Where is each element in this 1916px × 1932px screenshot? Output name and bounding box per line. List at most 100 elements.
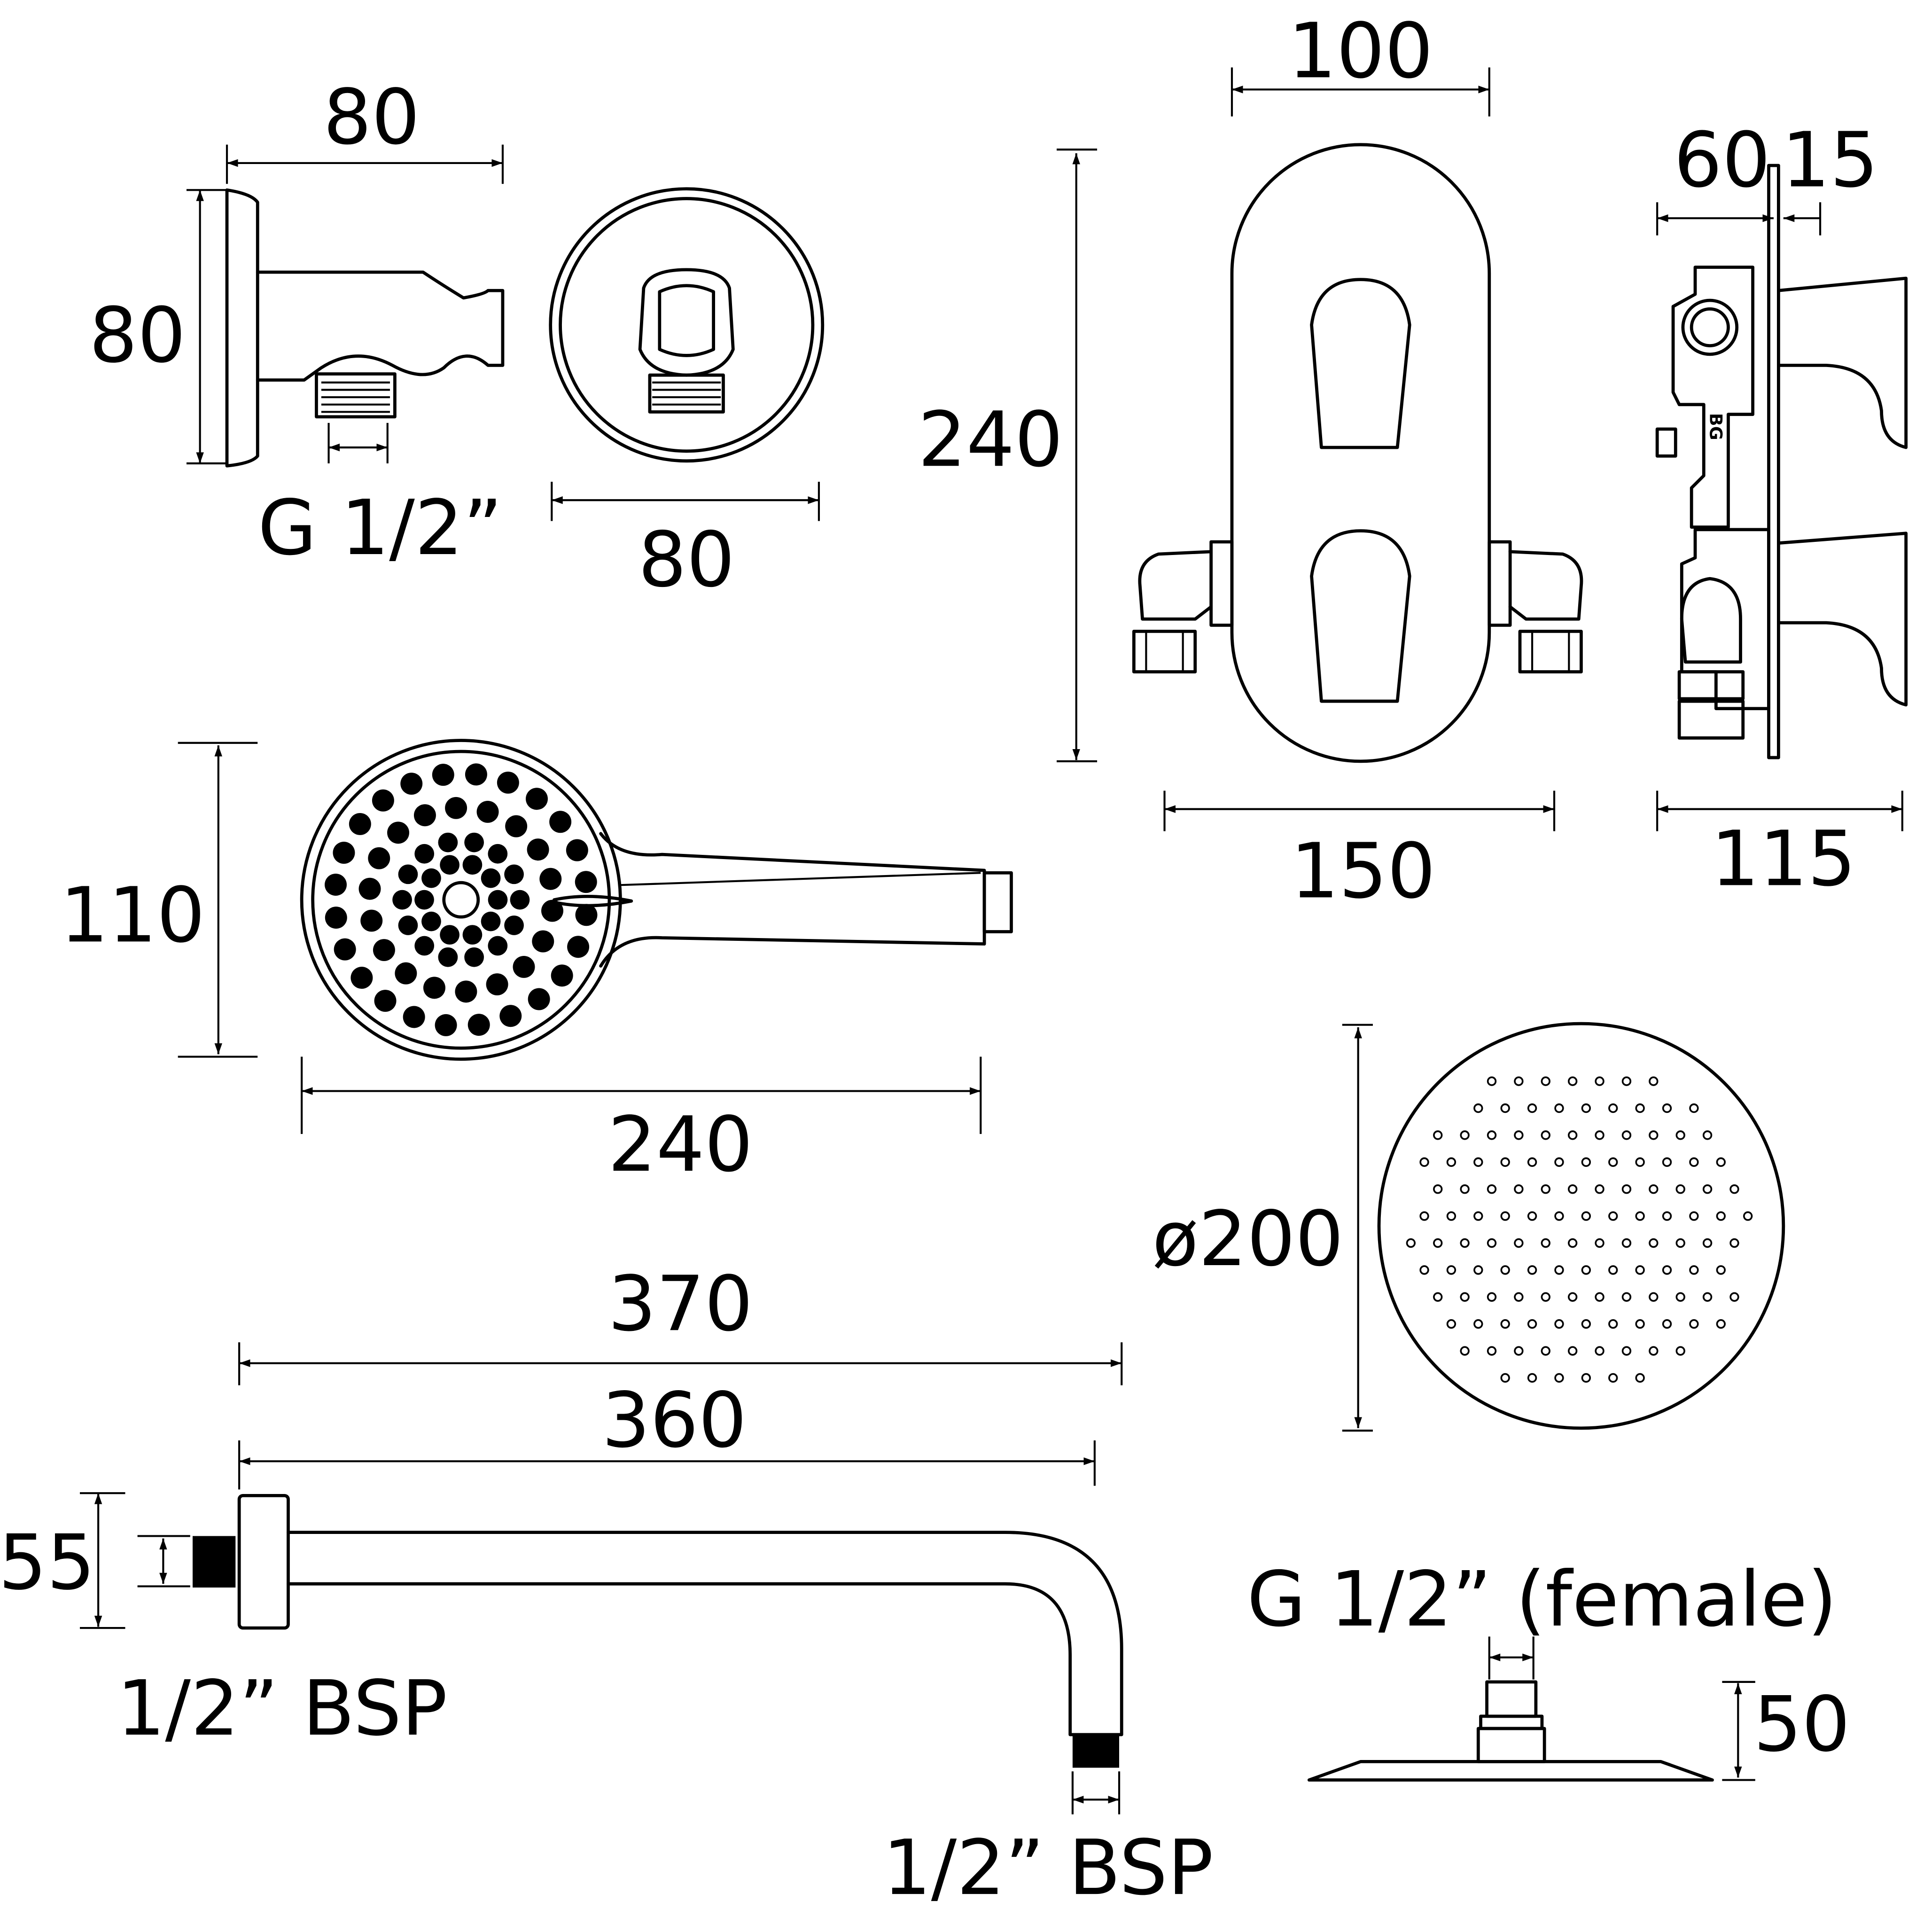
nozzle-dot [481, 911, 501, 931]
nozzle-dot [414, 844, 435, 864]
spray-hole [1621, 1238, 1632, 1248]
spray-hole [1621, 1292, 1632, 1302]
spray-hole [1514, 1292, 1524, 1302]
spray-hole [1541, 1184, 1550, 1194]
spray-hole [1460, 1292, 1470, 1302]
spray-hole [1675, 1130, 1685, 1140]
spray-hole [1433, 1184, 1443, 1194]
nozzle-dot [528, 988, 550, 1010]
spray-hole [1689, 1319, 1699, 1329]
overhead-height-label: 50 [1753, 1681, 1850, 1769]
spray-hole [1649, 1292, 1659, 1302]
spray-hole [1567, 1346, 1578, 1356]
spray-hole [1675, 1292, 1685, 1302]
spray-hole [1541, 1076, 1550, 1086]
spray-hole [1500, 1157, 1510, 1167]
spray-hole [1554, 1103, 1564, 1113]
spray-hole [1621, 1076, 1632, 1086]
spray-hole [1729, 1184, 1739, 1194]
valve-body-depth-label: 60 [1674, 116, 1771, 204]
nozzle-dot [510, 890, 530, 910]
valve-overall-depth-label: 115 [1711, 815, 1856, 903]
valve-front-view: 100 240 150 [918, 7, 1583, 915]
nozzle-dot [360, 909, 383, 932]
spray-hole [1729, 1238, 1739, 1248]
arm-wall-thread-label: 1/2” BSP [117, 1665, 448, 1753]
outlet-thread-label: G 1/2” [258, 484, 503, 572]
nozzle-dot [440, 855, 460, 875]
spray-hole [1689, 1211, 1699, 1221]
nozzle-dot [349, 813, 371, 835]
nozzle-dot [504, 864, 524, 884]
nozzle-dot [551, 964, 573, 987]
spray-hole [1621, 1130, 1632, 1140]
spray-hole [1554, 1211, 1564, 1221]
spray-hole [1514, 1184, 1524, 1194]
spray-hole [1500, 1103, 1510, 1113]
arm-length-label: 360 [602, 1377, 747, 1465]
nozzle-dot [575, 904, 598, 926]
nozzle-dot [334, 938, 356, 961]
nozzle-dot [499, 1005, 522, 1027]
spray-hole [1487, 1076, 1497, 1086]
nozzle-dot [438, 832, 458, 853]
nozzle-dot [541, 900, 563, 922]
spray-hole [1527, 1103, 1537, 1113]
spray-hole [1500, 1319, 1510, 1329]
spray-hole [1581, 1373, 1591, 1383]
nozzle-dot [497, 771, 519, 794]
spray-hole [1702, 1292, 1713, 1302]
nozzle-dot [505, 815, 528, 837]
nozzle-dot [350, 967, 373, 989]
spray-hole [1608, 1265, 1618, 1275]
overhead-shower-side-view: G 1/2” (female) 50 [1247, 1556, 1850, 1782]
spray-hole [1595, 1130, 1604, 1140]
nozzle-dot [445, 797, 467, 819]
spray-hole [1662, 1211, 1672, 1221]
spray-hole [1635, 1265, 1645, 1275]
wall-outlet-front-view: 80 [549, 187, 825, 604]
spray-hole [1514, 1346, 1524, 1356]
spray-hole [1662, 1157, 1672, 1167]
spray-hole [1567, 1238, 1578, 1248]
spray-holes [1406, 1076, 1753, 1383]
nozzle-dot [413, 804, 436, 827]
spray-hole [1608, 1319, 1618, 1329]
spray-hole [1487, 1346, 1497, 1356]
spray-hole [1433, 1130, 1443, 1140]
spray-hole [1406, 1238, 1416, 1248]
spray-hole [1595, 1184, 1604, 1194]
nozzle-dot [481, 868, 501, 888]
outlet-height-label: 80 [89, 292, 186, 380]
spray-hole [1419, 1211, 1429, 1221]
arm-flange-label: 55 [0, 1519, 95, 1607]
nozzle-dot [465, 763, 487, 786]
spray-hole [1487, 1238, 1497, 1248]
spray-hole [1500, 1211, 1510, 1221]
spray-hole [1716, 1211, 1726, 1221]
nozzle-dot [414, 890, 434, 910]
spray-hole [1635, 1319, 1645, 1329]
spray-hole [1473, 1319, 1483, 1329]
spray-hole [1500, 1373, 1510, 1383]
nozzle-dot [462, 855, 483, 875]
spray-hole [1500, 1265, 1510, 1275]
nozzle-dot [325, 907, 347, 929]
nozzle-dot [414, 936, 435, 956]
spray-hole [1473, 1157, 1483, 1167]
spray-hole [1487, 1292, 1497, 1302]
spray-hole [1527, 1319, 1537, 1329]
spray-hole [1514, 1130, 1524, 1140]
spray-hole [1554, 1319, 1564, 1329]
nozzle-dot [374, 990, 397, 1012]
spray-hole [1473, 1211, 1483, 1221]
spray-hole [1635, 1373, 1645, 1383]
nozzle-dot [368, 847, 390, 869]
nozzle-dot [435, 1014, 457, 1036]
nozzle-dot [549, 811, 572, 833]
nozzle-dot [358, 877, 381, 900]
spray-hole [1608, 1103, 1618, 1113]
nozzle-dot [440, 925, 460, 945]
spray-hole [1514, 1238, 1524, 1248]
nozzle-dot [372, 789, 394, 812]
